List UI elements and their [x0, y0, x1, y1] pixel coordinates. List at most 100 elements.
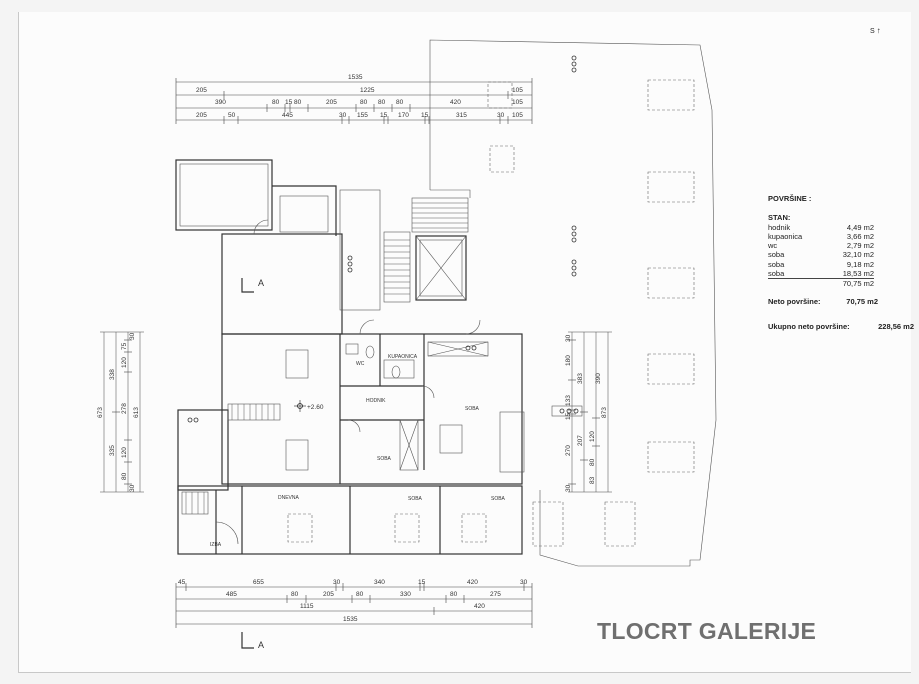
room-label-kupaonica: KUPAONICA: [388, 354, 418, 360]
dim-top-r4-2: 445: [282, 112, 293, 119]
dim-top-r3-8: 420: [450, 99, 461, 106]
dim-top-r4-10: 105: [512, 112, 523, 119]
dim-top-r3-4: 205: [326, 99, 337, 106]
room-label-wc: WC: [356, 361, 365, 367]
gross-area-row: Ukupno neto površine: 228,56 m2: [768, 322, 914, 331]
dim-right-a-2: 133: [565, 395, 572, 406]
area-row-name: hodnik: [768, 222, 791, 232]
dim-top-r3-6: 80: [378, 99, 386, 106]
level-marker: +2.60: [294, 400, 324, 412]
room-label-soba-3: SOBA: [408, 496, 423, 502]
dim-right-a-0: 30: [565, 334, 572, 342]
area-row-value: 18,53 m2: [842, 269, 874, 279]
upper-structures: [175, 159, 469, 335]
net-area-row: Neto površine: 70,75 m2: [768, 297, 878, 306]
left-dimension-lines: 673 338 335 30 75 120 278 120 80 30 613: [97, 331, 144, 493]
dim-top-r4-4: 155: [357, 112, 368, 119]
room-label-hodnik: HODNIK: [366, 398, 386, 404]
area-row-name: kupaonica: [768, 231, 803, 241]
area-row-value: 3,66 m2: [846, 231, 874, 241]
area-heading: POVRŠINE :: [768, 194, 812, 203]
dim-top-r4-3: 30: [339, 112, 347, 119]
area-row-value: 9,18 m2: [846, 259, 874, 269]
dim-top-r3-2: 15: [285, 99, 293, 106]
net-area-label: Neto površine:: [768, 296, 821, 306]
dim-bot-r2-6: 275: [490, 591, 501, 598]
right-dimension-lines: 30 180 133 15 270 30 383 207 80 390 120 …: [565, 331, 612, 493]
dim-top-r3-0: 390: [215, 99, 226, 106]
room-label-izba: IZBA: [210, 542, 222, 548]
apartment-label: STAN:: [768, 213, 791, 223]
north-label: S: [870, 28, 875, 35]
dim-bot-r1-1: 655: [253, 579, 264, 586]
dim-bot-r1-6: 30: [520, 579, 528, 586]
section-label-upper: A: [258, 278, 265, 288]
dim-top-r3-7: 80: [396, 99, 404, 106]
dim-bot-r4-0: 1535: [343, 616, 358, 623]
apartment-walls: [177, 219, 525, 555]
dim-top-r3-1: 80: [272, 99, 280, 106]
dim-left-mid-1: 335: [109, 445, 116, 456]
dim-right-c-1: 120: [589, 431, 596, 442]
gross-area-label: Ukupno neto površine:: [768, 321, 850, 331]
area-row-name: soba: [768, 250, 785, 260]
dim-left-inner-1: 75: [121, 342, 128, 350]
dim-bot-r1-4: 15: [418, 579, 426, 586]
room-label-soba-4: SOBA: [491, 496, 506, 502]
dim-left-inner-0: 30: [129, 332, 136, 340]
area-total: 70,75 m2: [768, 278, 874, 288]
dim-top-r4-8: 315: [456, 112, 467, 119]
section-label-lower: A: [258, 640, 265, 650]
net-area-value: 70,75 m2: [846, 296, 878, 306]
level-mark-text: +2.60: [307, 404, 324, 411]
dim-bot-r2-3: 80: [356, 591, 364, 598]
dim-top-r3-5: 80: [360, 99, 368, 106]
section-markers: [241, 278, 254, 649]
dim-right-b-2: 80: [589, 458, 596, 466]
dim-top-r3-3: 80: [294, 99, 302, 106]
dim-right-a-3: 15: [565, 412, 572, 420]
area-row-name: soba: [768, 269, 785, 279]
gross-area-value: 228,56 m2: [878, 321, 914, 331]
drawing-sheet: [18, 12, 911, 673]
area-row: wc 2,79 m2: [768, 241, 874, 250]
area-row: kupaonica 3,66 m2: [768, 232, 874, 241]
dim-left-inner-4: 120: [121, 447, 128, 458]
top-dimension-lines: 1535 205 1225 105 390 80 15 80 205 80 80…: [175, 74, 533, 124]
dim-bot-r3-1: 420: [474, 603, 485, 610]
area-row-name: wc: [768, 241, 778, 251]
dim-right-b-0: 383: [577, 373, 584, 384]
area-row-value: 2,79 m2: [846, 241, 874, 251]
area-schedule: POVRŠINE : STAN: hodnik 4,49 m2 kupaonica…: [768, 194, 914, 331]
north-arrow-icon: ↑: [876, 26, 881, 35]
dim-right-d-0: 873: [601, 407, 608, 418]
dim-top-r4-1: 50: [228, 112, 236, 119]
area-row-value: 4,49 m2: [846, 222, 874, 232]
dim-bot-r2-0: 485: [226, 591, 237, 598]
dim-right-a-4: 270: [565, 445, 572, 456]
dim-top-r2-2: 105: [512, 87, 523, 94]
dim-bot-r1-0: 45: [178, 579, 186, 586]
plan-title: TLOCRT GALERIJE: [597, 618, 817, 644]
dim-top-r2-0: 205: [196, 87, 207, 94]
dim-bot-r2-1: 80: [291, 591, 299, 598]
dim-left-inner-6: 30: [129, 484, 136, 492]
dim-bot-r2-2: 205: [323, 591, 334, 598]
dim-top-r3-9: 105: [512, 99, 523, 106]
dim-right-b-1: 207: [577, 435, 584, 446]
dim-left-inner-3: 278: [121, 403, 128, 414]
dim-bot-r2-5: 80: [450, 591, 458, 598]
north-arrow: S ↑: [870, 26, 881, 35]
room-label-soba-2: SOBA: [377, 456, 392, 462]
dim-bot-r3-0: 1115: [300, 603, 314, 610]
dim-bot-r1-2: 30: [333, 579, 341, 586]
dim-top-r4-5: 15: [380, 112, 388, 119]
room-label-soba-1: SOBA: [465, 406, 480, 412]
dim-left-inner-5: 80: [121, 472, 128, 480]
dim-bot-r1-3: 340: [374, 579, 385, 586]
dim-bot-r2-4: 330: [400, 591, 411, 598]
room-label-dnevna: DNEVNA: [278, 495, 300, 501]
dim-left-outer: 673: [97, 407, 104, 418]
